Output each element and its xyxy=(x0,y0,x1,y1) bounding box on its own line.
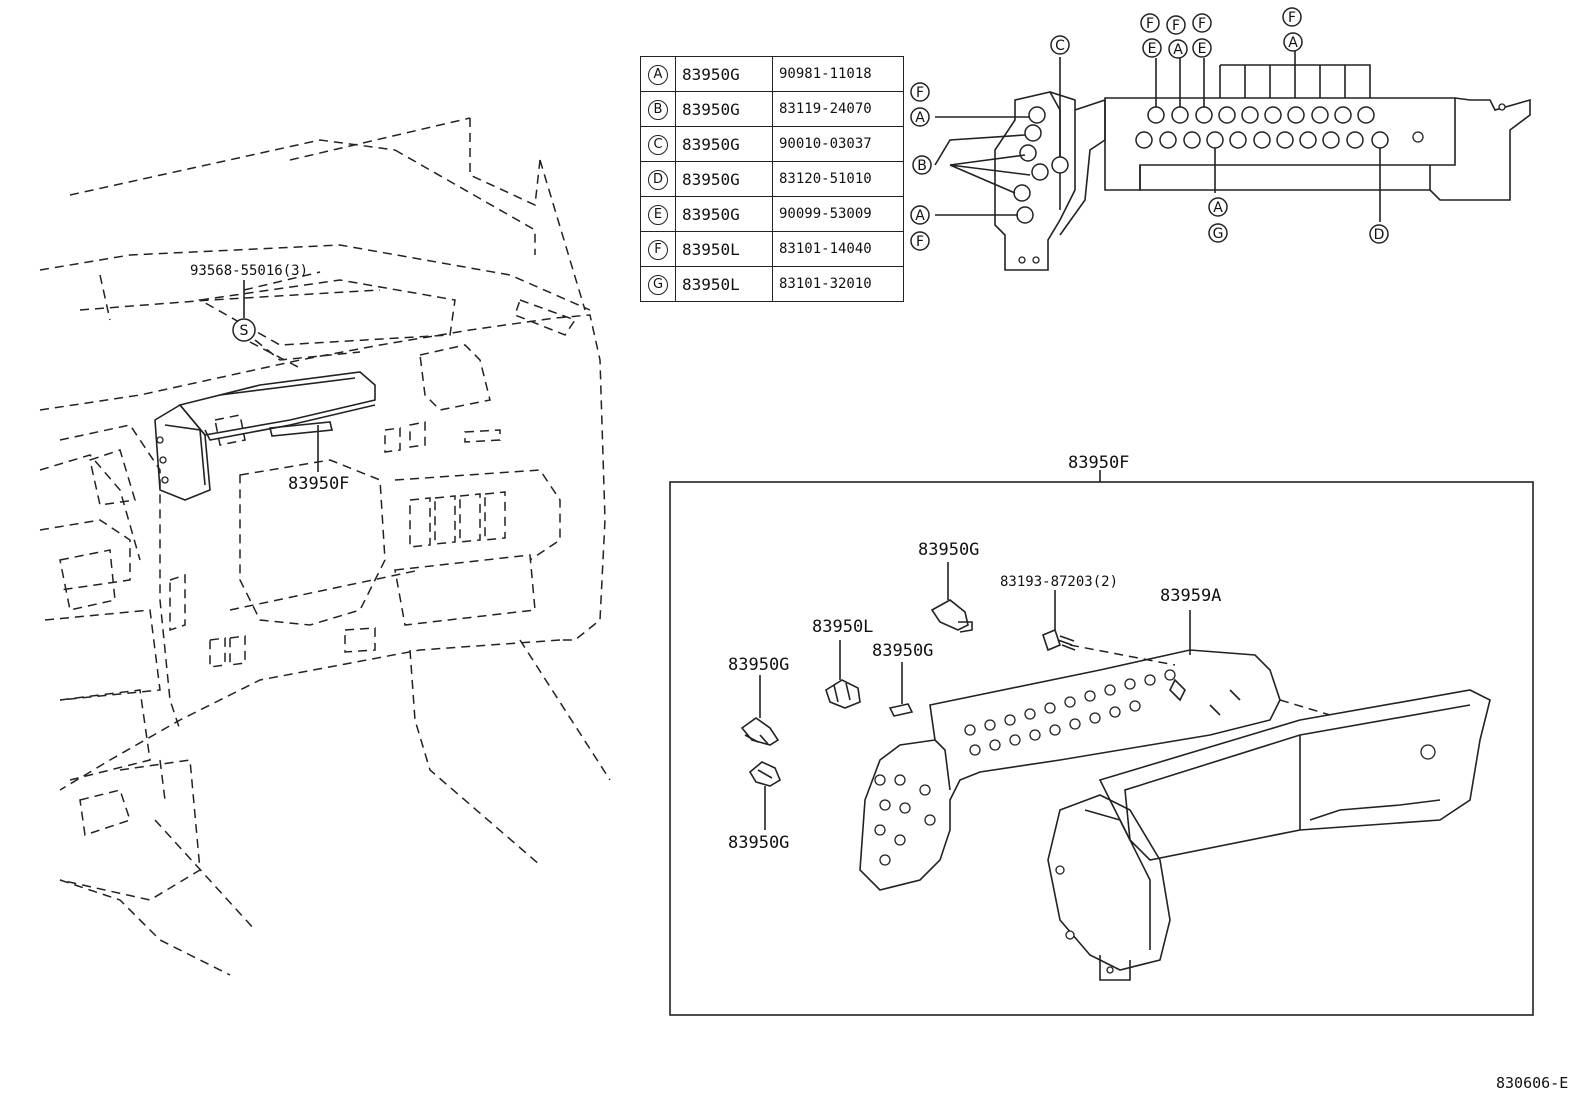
parts-legend-table: A 83950G 90981-11018 B 83950G 83119-2407… xyxy=(640,56,904,302)
legend-row-d: D 83950G 83120-51010 xyxy=(640,161,904,197)
connector-callouts: F A B A F C F F F E A E F A A G D xyxy=(910,7,1389,251)
legend-part: 83950G xyxy=(675,196,773,232)
callout-letter: B xyxy=(917,158,927,174)
exploded-view: 83950F 83959A 83193-87203(2) xyxy=(669,453,1534,1016)
legend-row-a: A 83950G 90981-11018 xyxy=(640,56,904,92)
bulb-label: 83950G xyxy=(728,655,789,675)
dash-cluster-label: 83950F xyxy=(288,474,349,494)
callout-letter: F xyxy=(916,234,924,250)
legend-key: B xyxy=(648,100,668,120)
legend-row-b: B 83950G 83119-24070 xyxy=(640,91,904,127)
legend-part: 83950G xyxy=(675,126,773,162)
legend-number: 83120-51010 xyxy=(772,161,904,197)
legend-number: 83119-24070 xyxy=(772,91,904,127)
legend-number: 90010-03037 xyxy=(772,126,904,162)
callout-letter: A xyxy=(1288,35,1298,51)
callout-letter: F xyxy=(1146,16,1154,32)
legend-row-c: C 83950G 90010-03037 xyxy=(640,126,904,162)
connector-view: F A B A F C F F F E A E F A A G D xyxy=(910,7,1531,271)
callout-letter: E xyxy=(1148,41,1157,57)
legend-key: C xyxy=(648,135,668,155)
dashboard-view: S 93568-55016(3) 83950F xyxy=(39,117,611,976)
legend-key: F xyxy=(648,240,668,260)
socket-label: 83950L xyxy=(812,617,873,637)
bulb-label: 83950G xyxy=(728,833,789,853)
callout-letter: F xyxy=(1288,10,1296,26)
legend-row-e: E 83950G 90099-53009 xyxy=(640,196,904,232)
legend-part: 83950L xyxy=(675,231,773,267)
bulb-label: 83950G xyxy=(872,641,933,661)
screw-mark-letter: S xyxy=(240,323,249,339)
legend-part: 83950G xyxy=(675,56,773,92)
bulb-83950g-mid: 83950G xyxy=(872,641,933,717)
legend-number: 83101-32010 xyxy=(772,266,904,302)
legend-part: 83950G xyxy=(675,161,773,197)
legend-key: E xyxy=(648,205,668,225)
screw-label: 83193-87203(2) xyxy=(1000,574,1118,590)
bulb-83950g-bottom: 83950G xyxy=(728,761,789,853)
assembly-frame xyxy=(669,481,1534,1016)
bulb-83950g-left: 83950G xyxy=(728,655,789,746)
diagram-code: 830606-E xyxy=(1496,1074,1569,1092)
callout-letter: E xyxy=(1198,41,1207,57)
socket-83950l: 83950L xyxy=(812,617,873,709)
callout-letter: D xyxy=(1374,227,1385,243)
legend-row-f: F 83950L 83101-14040 xyxy=(640,231,904,267)
bulb-83950g-top: 83950G xyxy=(918,540,979,633)
board-label: 83959A xyxy=(1160,586,1221,606)
callout-letter: C xyxy=(1055,38,1065,54)
legend-key: G xyxy=(648,275,668,295)
bulb-label: 83950G xyxy=(918,540,979,560)
callout-letter: A xyxy=(915,208,925,224)
legend-row-g: G 83950L 83101-32010 xyxy=(640,266,904,302)
legend-number: 90099-53009 xyxy=(772,196,904,232)
legend-part: 83950L xyxy=(675,266,773,302)
legend-key: D xyxy=(648,170,668,190)
dash-screw-label: 93568-55016(3) xyxy=(190,263,308,279)
assembly-label: 83950F xyxy=(1068,453,1129,473)
screw-marker xyxy=(232,318,256,342)
legend-key: A xyxy=(648,65,668,85)
callout-letter: F xyxy=(1198,16,1206,32)
callout-letter: A xyxy=(1213,200,1223,216)
callout-letter: A xyxy=(1173,42,1183,58)
callout-letter: A xyxy=(915,110,925,126)
callout-letter: F xyxy=(1172,18,1180,34)
callout-letter: F xyxy=(916,85,924,101)
callout-letter: G xyxy=(1213,226,1224,242)
